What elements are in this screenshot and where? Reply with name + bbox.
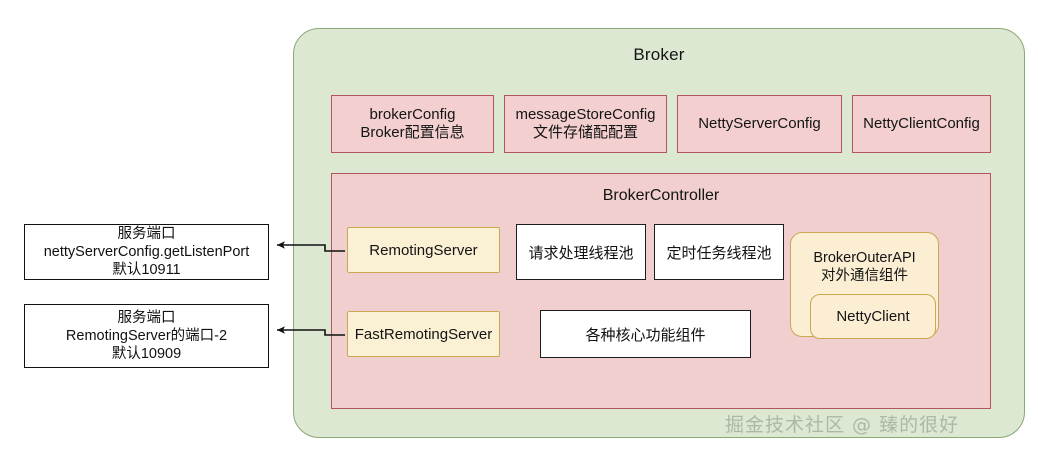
config-row: brokerConfig Broker配置信息 messageStoreConf… <box>331 95 991 153</box>
scheduled-task-thread-pool-label: 定时任务线程池 <box>666 244 772 262</box>
core-components-label: 各种核心功能组件 <box>585 326 706 344</box>
callout-line-3: 默认10909 <box>111 346 182 363</box>
broker-outer-api-label: BrokerOuterAPI 对外通信组件 <box>791 249 938 285</box>
broker-controller-container: BrokerController RemotingServer FastRemo… <box>331 173 991 409</box>
callout-line-1: 服务端口 <box>117 309 176 326</box>
request-thread-pool-label: 请求处理线程池 <box>528 244 634 262</box>
config-box-brokerconfig[interactable]: brokerConfig Broker配置信息 <box>331 95 494 153</box>
broker-container: Broker brokerConfig Broker配置信息 messageSt… <box>293 28 1025 438</box>
callout-fast-port[interactable]: 服务端口 RemotingServer的端口-2 默认10909 <box>24 304 269 368</box>
config-box-nettyclientconfig[interactable]: NettyClientConfig <box>852 95 991 153</box>
netty-client-label: NettyClient <box>836 308 910 325</box>
callout-line-2: RemotingServer的端口-2 <box>65 327 228 344</box>
callout-line-3: 默认10911 <box>112 262 181 279</box>
broker-outer-api-desc: 对外通信组件 <box>821 268 908 285</box>
callout-listen-port[interactable]: 服务端口 nettyServerConfig.getListenPort 默认1… <box>24 224 269 280</box>
request-thread-pool-box[interactable]: 请求处理线程池 <box>516 224 646 280</box>
scheduled-task-thread-pool-box[interactable]: 定时任务线程池 <box>654 224 784 280</box>
remoting-server-box[interactable]: RemotingServer <box>347 227 500 273</box>
config-box-nettyserverconfig[interactable]: NettyServerConfig <box>677 95 842 153</box>
config-name: messageStoreConfig <box>515 105 656 123</box>
callout-line-2: nettyServerConfig.getListenPort <box>43 243 250 260</box>
fast-remoting-server-box[interactable]: FastRemotingServer <box>347 311 500 357</box>
config-box-messagestoreconfig[interactable]: messageStoreConfig 文件存储配配置 <box>504 95 667 153</box>
config-desc: 文件存储配配置 <box>532 124 638 141</box>
broker-title: Broker <box>633 45 685 64</box>
core-components-box[interactable]: 各种核心功能组件 <box>540 310 751 358</box>
config-name: NettyClientConfig <box>863 114 980 132</box>
remoting-server-label: RemotingServer <box>369 241 478 259</box>
callout-line-1: 服务端口 <box>117 225 176 242</box>
config-name: NettyServerConfig <box>698 114 821 132</box>
watermark-text: 掘金技术社区 @ 臻的很好 <box>725 414 960 436</box>
netty-client-box[interactable]: NettyClient <box>810 294 936 339</box>
config-desc: Broker配置信息 <box>360 124 465 141</box>
broker-outer-api-name: BrokerOuterAPI <box>813 250 916 266</box>
broker-controller-title: BrokerController <box>602 187 720 204</box>
fast-remoting-server-label: FastRemotingServer <box>354 325 493 343</box>
config-name: brokerConfig <box>369 105 456 123</box>
